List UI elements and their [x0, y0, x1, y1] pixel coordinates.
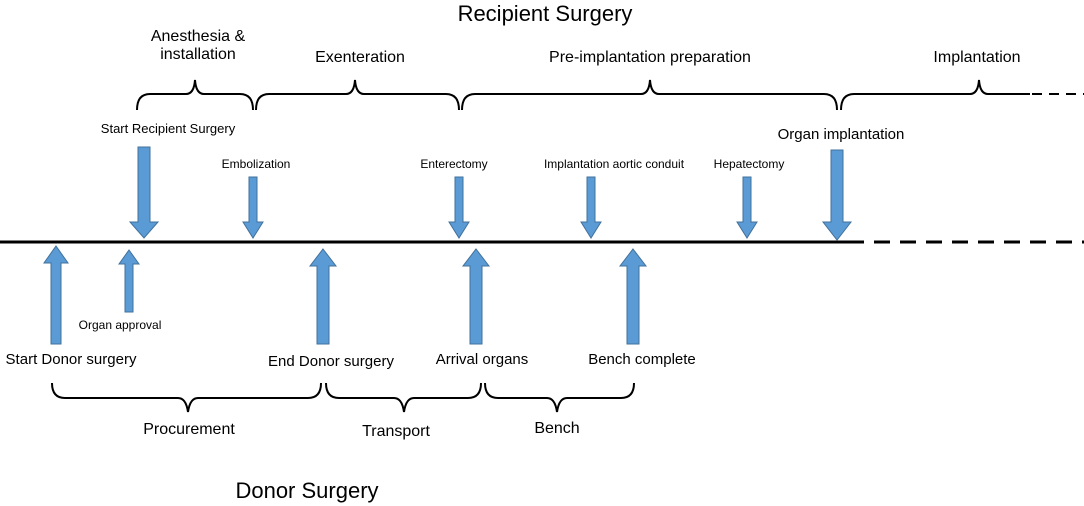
recipient-surgery-title: Recipient Surgery — [457, 1, 633, 26]
brace-pre-implantation — [461, 79, 838, 111]
arrow-end-donor-surgery — [308, 248, 338, 345]
phase-transport-label: Transport — [362, 423, 430, 440]
phase-procurement-label: Procurement — [143, 421, 235, 438]
arrow-bench-complete — [618, 248, 648, 345]
event-bench-complete: Bench complete — [588, 351, 696, 368]
phase-pre-implantation-label: Pre-implantation preparation — [549, 49, 751, 66]
brace-transport — [325, 382, 482, 413]
arrow-arrival-organs — [461, 248, 491, 345]
brace-implantation — [840, 79, 1030, 111]
event-start-donor-surgery: Start Donor surgery — [5, 351, 137, 368]
arrow-embolization — [242, 176, 264, 239]
phase-anesthesia-line2: installation — [160, 46, 236, 64]
event-embolization: Embolization — [221, 157, 291, 171]
brace-procurement — [51, 382, 322, 413]
event-organ-implantation: Organ implantation — [777, 126, 905, 143]
event-enterectomy: Enterectomy — [420, 157, 488, 171]
event-organ-approval: Organ approval — [78, 318, 162, 332]
arrow-hepatectomy — [736, 176, 758, 239]
brace-exenteration — [255, 79, 460, 111]
brace-anesthesia — [136, 79, 254, 111]
event-arrival-organs: Arrival organs — [435, 351, 529, 368]
arrow-start-recipient-surgery — [128, 146, 160, 239]
arrow-enterectomy — [448, 176, 470, 239]
event-end-donor-surgery: End Donor surgery — [268, 353, 394, 370]
phase-anesthesia-label: Anesthesia & installation — [151, 28, 245, 65]
arrow-implantation-aortic-conduit — [580, 176, 602, 239]
donor-surgery-title: Donor Surgery — [235, 478, 379, 503]
event-start-recipient-surgery: Start Recipient Surgery — [100, 121, 236, 136]
phase-anesthesia-line1: Anesthesia & — [150, 28, 246, 45]
phase-exenteration-label: Exenteration — [315, 49, 405, 66]
arrow-organ-approval — [118, 249, 140, 313]
event-implantation-aortic-conduit: Implantation aortic conduit — [543, 157, 685, 171]
brace-bench — [484, 382, 635, 413]
arrow-start-donor-surgery — [43, 245, 69, 345]
event-hepatectomy: Hepatectomy — [713, 157, 785, 171]
phase-implantation-label: Implantation — [933, 49, 1021, 66]
phase-bench-label: Bench — [534, 420, 580, 437]
arrow-organ-implantation — [821, 149, 853, 241]
